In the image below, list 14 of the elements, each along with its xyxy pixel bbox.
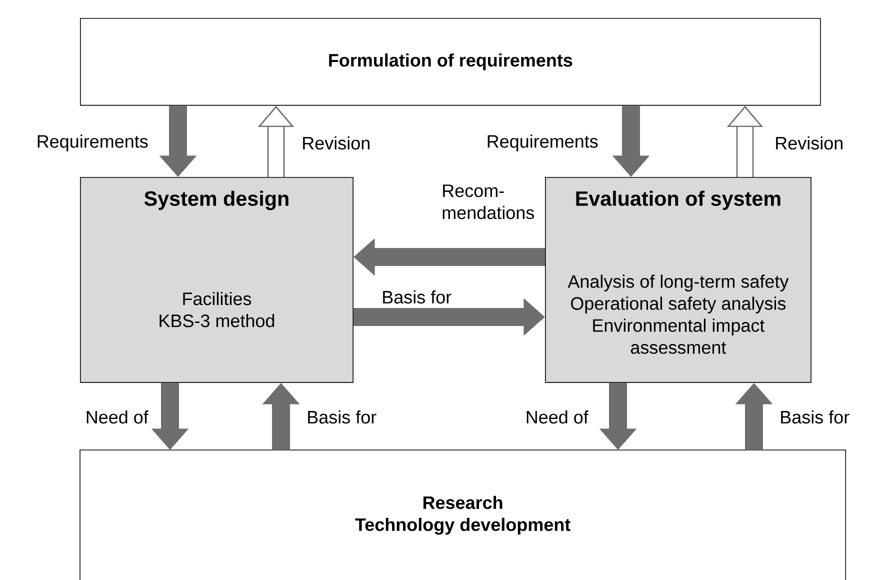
evaluation-box: Evaluation of system Analysis of long-term safety Operational safety analysis Environmental impact assessment xyxy=(545,177,812,383)
edge-label: Revision xyxy=(300,135,372,151)
edge-label: Need of xyxy=(524,409,590,425)
edge-label: Requirements xyxy=(35,133,150,153)
edge-label: Requirements xyxy=(485,133,600,153)
research-box: Research Technology development xyxy=(80,450,846,580)
edge-label: Recom- mendations xyxy=(440,183,543,220)
edge-label: Revision xyxy=(773,135,845,151)
system-design-box: System design Facilities KBS-3 method xyxy=(80,177,354,383)
edge-label: Basis for xyxy=(380,289,453,305)
edge-label: Basis for xyxy=(305,409,378,425)
edge-label: Basis for xyxy=(778,409,851,425)
requirements-box: Formulation of requirements xyxy=(80,18,821,106)
edge-label: Need of xyxy=(84,409,150,425)
